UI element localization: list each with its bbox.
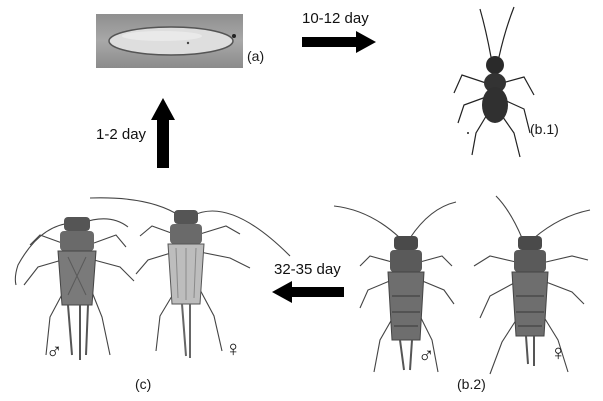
arrow-adult-to-egg — [150, 96, 176, 170]
early-nymph-stage-label: (b.1) — [530, 121, 559, 137]
early-nymph-image — [450, 5, 540, 160]
egg-image — [96, 14, 243, 68]
egg-to-nymph-duration: 10-12 day — [302, 10, 369, 27]
adult-to-egg-duration: 1-2 day — [96, 126, 146, 143]
late-nymph-male-symbol: ♂ — [418, 344, 435, 366]
egg-photo — [96, 14, 243, 68]
late-nymph-male-image — [330, 200, 460, 380]
adult-male-cricket-image — [10, 205, 140, 370]
late-nymph-female-symbol: ♀ — [550, 342, 567, 364]
egg-stage-label: (a) — [247, 48, 264, 64]
late-nymph-stage-label: (b.2) — [457, 376, 486, 392]
adult-female-cricket-image — [130, 186, 295, 371]
late-nymph-female-image — [460, 196, 600, 381]
arrow-egg-to-nymph — [300, 30, 380, 54]
adult-male-symbol: ♂ — [46, 340, 63, 362]
adult-female-symbol: ♀ — [225, 338, 242, 360]
adult-stage-label: (c) — [135, 376, 151, 392]
